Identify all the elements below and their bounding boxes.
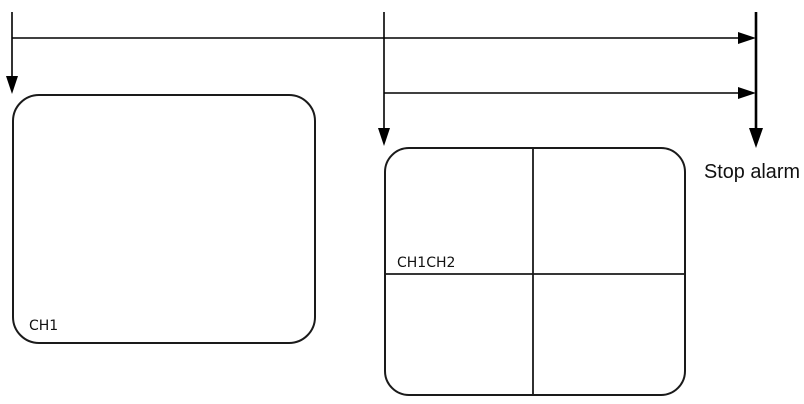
arrowhead-down-stop	[749, 128, 763, 148]
arrowhead-down-quad	[378, 128, 390, 146]
screen-single-channel	[12, 94, 316, 344]
screen-single-label: CH1	[29, 318, 58, 334]
stop-alarm-label: Stop alarm	[704, 161, 800, 183]
arrowhead-right-1	[738, 32, 756, 44]
screen-quad-split	[384, 147, 686, 396]
arrowhead-right-2	[738, 87, 756, 99]
arrowhead-down-single	[6, 76, 18, 94]
screen-quad-label: CH1CH2	[397, 255, 455, 271]
